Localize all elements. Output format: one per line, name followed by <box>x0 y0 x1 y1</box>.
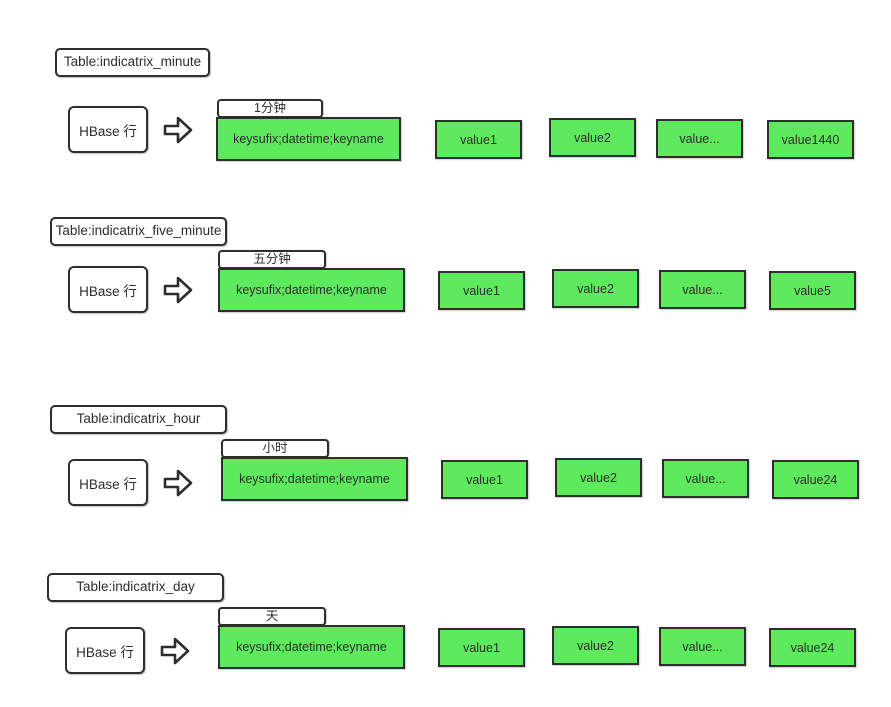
right-arrow-icon <box>162 113 194 147</box>
time-granularity-label: 小时 <box>221 439 329 458</box>
hbase-row-box: HBase 行 <box>65 627 145 674</box>
time-granularity-label: 天 <box>218 607 326 626</box>
value-cell: value... <box>662 459 749 498</box>
value-cell: value1 <box>438 628 525 667</box>
value-cell: value24 <box>769 628 856 667</box>
value-cell: value5 <box>769 271 856 310</box>
value-cell: value1 <box>441 460 528 499</box>
hbase-row-box: HBase 行 <box>68 459 148 506</box>
value-cell: value1 <box>438 271 525 310</box>
table-name-box: Table:indicatrix_hour <box>50 405 227 434</box>
value-cell: value... <box>659 270 746 309</box>
value-cell: value2 <box>555 458 642 497</box>
time-granularity-label: 1分钟 <box>217 99 323 118</box>
rowkey-box: keysufix;datetime;keyname <box>218 625 405 669</box>
rowkey-box: keysufix;datetime;keyname <box>216 117 401 161</box>
table-name-box: Table:indicatrix_minute <box>55 48 210 77</box>
table-name-box: Table:indicatrix_five_minute <box>50 217 227 246</box>
table-name-box: Table:indicatrix_day <box>47 573 224 602</box>
rowkey-box: keysufix;datetime;keyname <box>218 268 405 312</box>
value-cell: value2 <box>552 626 639 665</box>
right-arrow-icon <box>159 634 191 668</box>
value-cell: value24 <box>772 460 859 499</box>
value-cell: value2 <box>549 118 636 157</box>
value-cell: value... <box>659 627 746 666</box>
value-cell: value1440 <box>767 120 854 159</box>
hbase-row-box: HBase 行 <box>68 106 148 153</box>
rowkey-box: keysufix;datetime;keyname <box>221 457 408 501</box>
hbase-row-box: HBase 行 <box>68 266 148 313</box>
value-cell: value1 <box>435 120 522 159</box>
time-granularity-label: 五分钟 <box>218 250 326 269</box>
right-arrow-icon <box>162 466 194 500</box>
value-cell: value2 <box>552 269 639 308</box>
right-arrow-icon <box>162 273 194 307</box>
value-cell: value... <box>656 119 743 158</box>
